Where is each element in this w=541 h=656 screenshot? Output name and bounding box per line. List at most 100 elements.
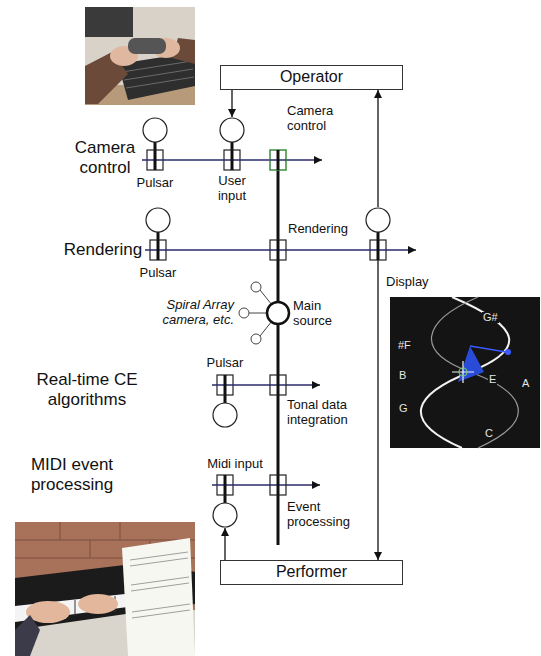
node-shape (145, 207, 171, 260)
node-shape (219, 117, 245, 170)
node-shape (142, 117, 168, 170)
flow-line (238, 384, 270, 386)
node-shape (266, 301, 290, 325)
stem-line (377, 232, 380, 240)
box-outline (221, 561, 403, 585)
stem-line (224, 395, 227, 403)
note-name: G (398, 403, 409, 414)
row-title: Camera control (60, 138, 150, 177)
box-outline (221, 66, 403, 90)
operator-photo (85, 7, 195, 105)
block-circle (213, 403, 237, 427)
pointer-line (470, 346, 506, 352)
output-arrow (286, 484, 320, 486)
node-shape (270, 375, 286, 395)
process-block: Pulsar (212, 375, 238, 428)
output-stubs (278, 160, 416, 545)
note-name: A (521, 378, 530, 389)
performer-photo (15, 522, 195, 656)
process-block: Rendering (270, 240, 286, 260)
main-axis-line (277, 325, 280, 375)
row-title: MIDI event processing (22, 455, 122, 494)
block-label: Midi input (195, 457, 275, 472)
process-block: User input (219, 117, 245, 170)
spiral-screenshot (390, 297, 540, 448)
block-circle (220, 118, 244, 142)
sheet-music (122, 538, 195, 656)
block-label: Pulsar (200, 356, 250, 371)
row-title: Real-time CE algorithms (27, 370, 147, 409)
node-shape (212, 375, 238, 428)
hand (78, 594, 118, 614)
block-label: Display (386, 275, 446, 290)
stem-line (224, 495, 227, 503)
block-circle (213, 503, 237, 527)
axis-line (377, 240, 380, 260)
keyboard-keys (122, 61, 194, 88)
block-square (270, 475, 286, 495)
node-shape (270, 150, 286, 170)
axis-line (277, 375, 280, 395)
actor-box: Operator (220, 65, 403, 90)
block-label: Event processing (287, 500, 357, 530)
input-circle (239, 308, 249, 318)
axis-line (154, 150, 157, 170)
block-label: Camera control (287, 104, 337, 134)
axis-line (224, 375, 227, 395)
note-name: C (484, 428, 494, 439)
axis-line (231, 150, 234, 170)
input-circle (251, 282, 261, 292)
io-arrow (377, 260, 378, 560)
block-square (270, 375, 286, 395)
flow-line (171, 249, 270, 251)
block-circle (143, 118, 167, 142)
block-label: Pulsar (130, 176, 180, 191)
gamepad (128, 38, 166, 54)
block-label: User input (212, 174, 252, 204)
process-block: Pulsar (142, 117, 168, 170)
photo-ground (85, 7, 195, 105)
node-shape (270, 240, 286, 260)
input-circle (251, 334, 261, 344)
flow-line (168, 159, 219, 161)
main-axis-line (277, 170, 280, 240)
row-title: Rendering (58, 240, 148, 260)
main-axis-stub (277, 495, 280, 545)
main-axis-line (277, 395, 280, 475)
node-shape (365, 207, 391, 260)
block-label: Rendering (288, 222, 368, 237)
source-circle: Main source (266, 301, 290, 325)
note-name: G# (482, 312, 499, 323)
staff-lines (130, 552, 190, 618)
process-block: Event processing (270, 475, 286, 495)
io-arrow (231, 90, 232, 117)
photo-ground (15, 522, 195, 656)
axis-line (277, 150, 280, 170)
monitor (85, 7, 133, 37)
pointer-dot (505, 349, 511, 355)
stem-line (154, 142, 157, 150)
stem-line (231, 142, 234, 150)
box-title: Operator (220, 68, 403, 86)
input-note: Spiral Array camera, etc. (146, 298, 234, 328)
block-square (270, 150, 286, 170)
block-circle (366, 208, 390, 232)
output-arrow (391, 249, 416, 251)
spiral-curve (431, 297, 518, 448)
key-triangle (458, 346, 484, 382)
process-block: Tonal data integration (270, 375, 286, 395)
box-title: Performer (220, 563, 403, 581)
node-shape (270, 475, 286, 495)
center-marker (459, 368, 467, 376)
sleeve (15, 615, 40, 656)
block-label: Main source (293, 299, 339, 329)
output-arrow (286, 159, 322, 161)
axis-line (224, 475, 227, 495)
screen-ground (390, 297, 540, 448)
flow-line (238, 484, 270, 486)
axis-line (157, 240, 160, 260)
main-axis-line (277, 260, 280, 301)
